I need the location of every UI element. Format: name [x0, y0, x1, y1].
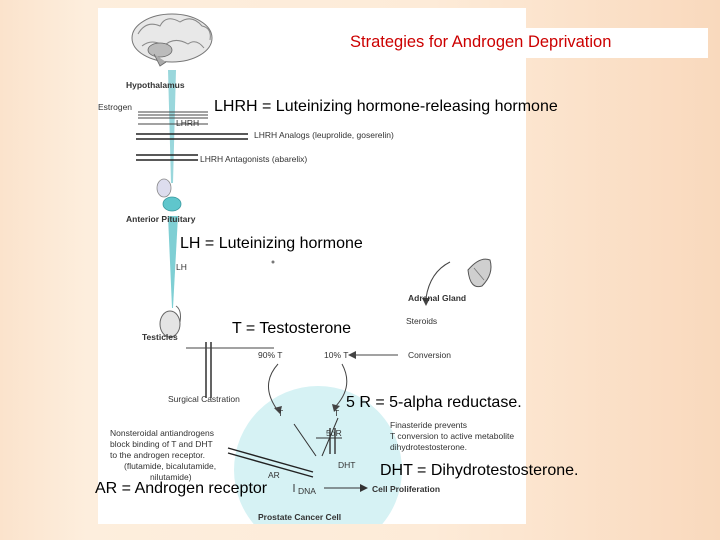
lh-label: LH	[176, 262, 187, 272]
title-box	[327, 28, 708, 58]
estrogen-label: Estrogen	[98, 102, 132, 112]
finasteride-line-3: dihydrotestosterone.	[390, 442, 467, 452]
dna-label: DNA	[298, 486, 316, 496]
adrenal-arrow	[425, 261, 451, 299]
ar-label: AR	[268, 470, 280, 480]
finasteride-line-1: Finasteride prevents	[390, 420, 467, 430]
ninety-t-label: 90% T	[258, 350, 282, 360]
t-right-label: T	[334, 408, 339, 418]
t-left-label: T	[278, 408, 283, 418]
hypothalamus-stalk	[168, 70, 176, 183]
five-r-definition: 5 R = 5-alpha reductase.	[346, 394, 522, 411]
prostate-cell-shape	[234, 386, 402, 524]
testicle-icon	[159, 305, 181, 338]
steroids-label: Steroids	[406, 316, 437, 326]
five-alpha-r-label: 5αR	[326, 428, 342, 438]
nonsteroidal-line-5: nilutamide)	[150, 472, 192, 482]
nonsteroidal-line-2: block binding of T and DHT	[110, 439, 213, 449]
surgical-castration-label: Surgical Castration	[168, 394, 240, 404]
adrenal-gland-label: Adrenal Gland	[408, 293, 466, 303]
antiandrogen-line	[227, 447, 314, 473]
anterior-pituitary-label: Anterior Pituitary	[126, 214, 196, 224]
ten-t-label: 10% T	[324, 350, 348, 360]
lh-definition: LH = Luteinizing hormone	[180, 235, 363, 252]
cell-proliferation-label: Cell Proliferation	[372, 484, 440, 494]
nonsteroidal-line-3: to the androgen receptor.	[110, 450, 205, 460]
adrenal-icon	[467, 258, 492, 288]
lhrh-label: LHRH	[176, 118, 199, 128]
t-definition: T = Testosterone	[232, 320, 352, 337]
diagram-panel: Hypothalamus Estrogen LHRH LHRH Analogs …	[98, 8, 526, 524]
pituitary-icon	[156, 178, 182, 212]
lhrh-definition: LHRH = Luteinizing hormone-releasing hor…	[214, 98, 558, 115]
prostate-cancer-cell-label: Prostate Cancer Cell	[258, 512, 341, 522]
brain-icon	[131, 13, 213, 67]
lhrh-analogs-label: LHRH Analogs (leuprolide, goserelin)	[254, 130, 394, 140]
finasteride-line-2: T conversion to active metabolite	[390, 431, 514, 441]
nonsteroidal-line-4: (flutamide, bicalutamide,	[124, 461, 216, 471]
dht-definition: DHT = Dihydrotestosterone.	[380, 462, 579, 479]
testicles-label: Testicles	[142, 332, 178, 342]
hypothalamus-label: Hypothalamus	[126, 80, 185, 90]
diagram-svg: Hypothalamus Estrogen LHRH LHRH Analogs …	[98, 13, 514, 524]
pituitary-stalk	[168, 216, 178, 308]
nonsteroidal-line-1: Nonsteroidal antiandrogens	[110, 428, 214, 438]
ar-definition: AR = Androgen receptor	[95, 480, 268, 497]
page-title: Strategies for Androgen Deprivation	[350, 33, 612, 51]
conversion-label: Conversion	[408, 350, 451, 360]
lhrh-antagonists-label: LHRH Antagonists (abarelix)	[200, 154, 307, 164]
dht-label: DHT	[338, 460, 355, 470]
